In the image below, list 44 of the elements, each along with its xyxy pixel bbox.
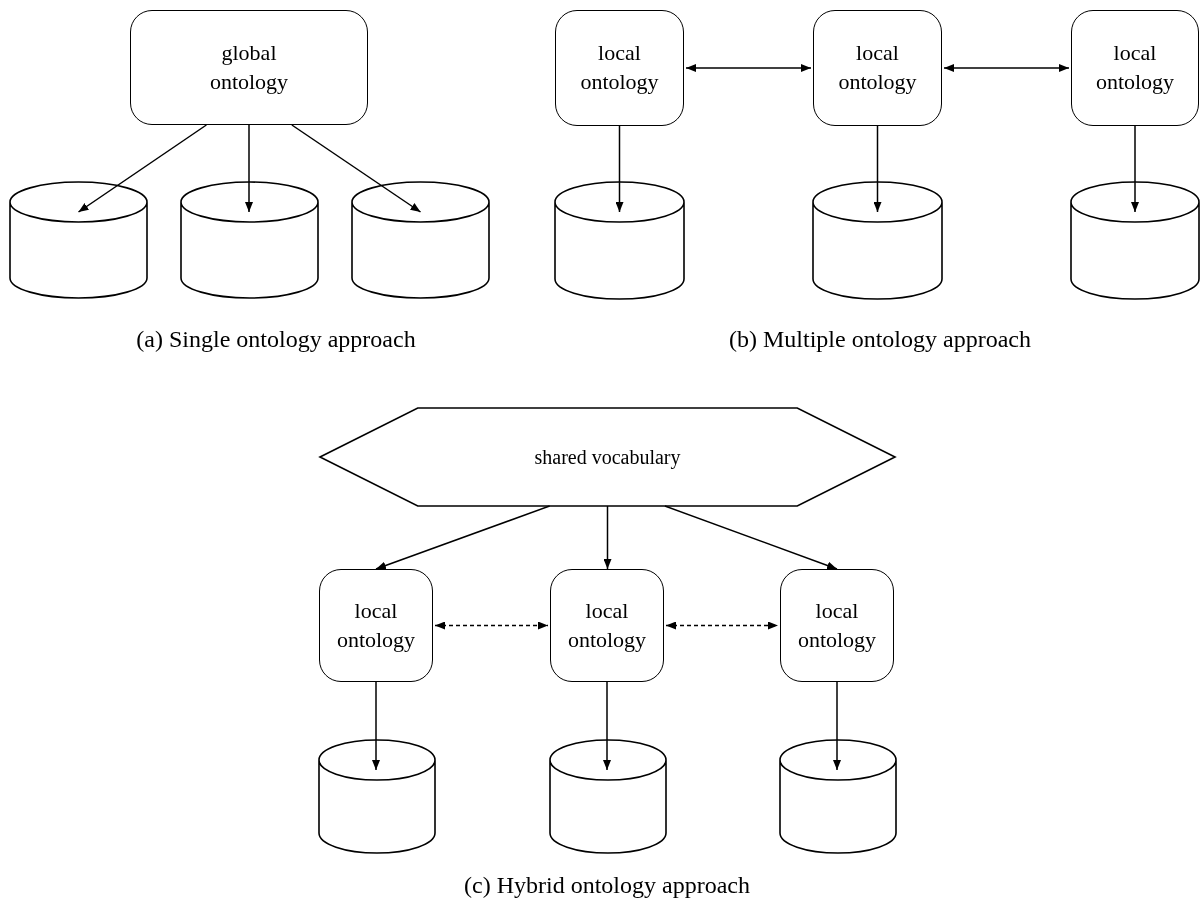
database-cylinder [10,182,147,298]
box-label: local ontology [566,596,648,654]
arrow [245,124,253,213]
database-cylinder [319,740,435,853]
ontology-box [813,10,942,126]
arrow [615,125,624,213]
figure-caption: (b) Multiple ontology approach [729,326,1031,353]
database-cylinder [555,182,684,299]
box-label: local ontology [796,596,878,654]
ontology-box [555,10,684,126]
box-label: local ontology [1094,39,1176,96]
ontology-box [1071,10,1199,126]
hexagon-label: shared vocabulary [534,445,681,470]
arrow [77,124,208,213]
ontology-box [550,569,664,682]
dashed-arrow [434,621,549,630]
dashed-arrow [665,621,779,630]
database-cylinder [780,740,896,853]
database-cylinder [550,740,666,853]
ontology-box [319,569,433,682]
database-cylinder [352,182,489,298]
database-cylinder [181,182,318,298]
ontology-box [130,10,368,125]
figure-caption: (c) Hybrid ontology approach [464,872,750,899]
arrow [943,64,1070,72]
arrow [685,64,812,72]
box-label: local ontology [837,39,918,96]
figure-caption: (a) Single ontology approach [136,326,416,353]
arrow [603,505,612,570]
box-label: local ontology [335,596,417,654]
arrow [1131,125,1139,213]
ontology-box [780,569,894,682]
database-cylinder [1071,182,1199,299]
arrow [664,505,838,570]
database-cylinder [813,182,942,299]
arrow [833,681,841,771]
box-label: local ontology [579,39,660,96]
box-label: global ontology [208,38,290,96]
vocabulary-hexagon [320,408,895,506]
arrow [375,505,551,570]
arrow [372,681,380,771]
arrow [873,125,882,213]
arrow [291,124,422,213]
arrow [603,681,611,771]
